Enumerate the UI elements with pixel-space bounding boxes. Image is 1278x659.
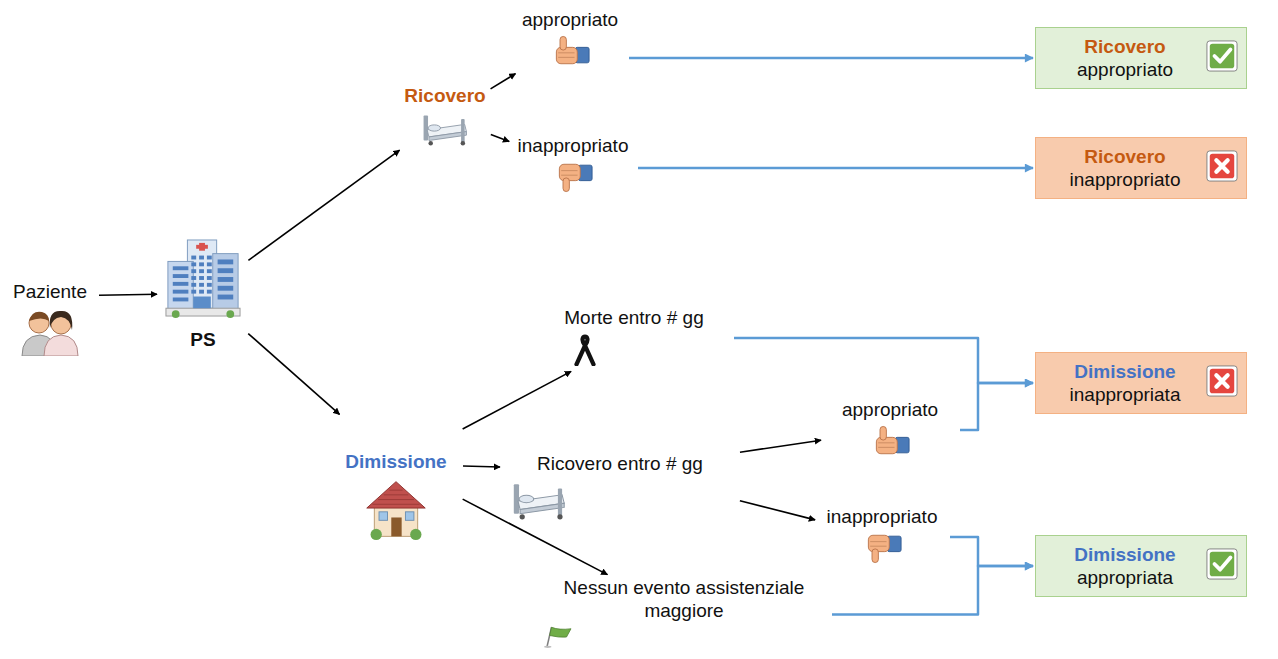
flow-arrow [463,371,571,429]
step-label: inappropriato [827,505,938,528]
step-node: inappropriato [512,134,634,198]
flow-arrow [491,135,509,142]
check-icon [1206,548,1238,584]
step-label: inappropriato [518,134,629,157]
outcome-label: appropriato [1077,58,1173,81]
outcome-connector [950,537,1033,566]
check-icon [1206,40,1238,76]
step-label: Ricovero entro # gg [537,452,703,475]
step-label: Morte entro # gg [564,306,703,329]
outcome-box: Ricoveroappropriato [1035,27,1247,89]
bed-icon [509,478,569,524]
flow-arrow [463,465,500,468]
box-text: Ricoveroinappropriato [1044,145,1206,191]
outcome-label: inappropriato [1070,168,1181,191]
flag-icon [544,625,574,653]
up-icon [550,34,590,72]
outcome-heading: Dimissione [1074,360,1175,383]
outcome-heading: Ricovero [1084,35,1165,58]
box-text: Dimissioneappropriata [1044,543,1206,589]
outcome-connector [960,383,1033,430]
step-node: appropriato [515,8,625,72]
flow-arrow [248,150,399,260]
up-icon [870,424,910,462]
step-node: Ricovero [402,84,488,150]
outcome-box: Dimissioneappropriata [1035,535,1247,597]
step-label: Ricovero [404,84,485,107]
step-node: inappropriato [818,505,946,569]
step-node: Ricovero entro # gg [503,452,737,524]
outcome-box: Ricoveroinappropriato [1035,137,1247,199]
outcome-connector [629,57,1033,60]
step-label: Dimissione [345,450,446,473]
step-label: appropriato [842,398,938,421]
step-label: PS [190,328,215,351]
people-icon [20,306,80,360]
step-label: Paziente [13,280,87,303]
down-icon [862,531,902,569]
flow-arrow [491,74,516,89]
outcome-label: inappropriata [1070,383,1181,406]
flow-arrow [740,501,815,520]
flow-arrow [463,499,608,574]
outcome-connector [638,167,1033,170]
step-node: Dimissione [332,450,460,546]
outcome-heading: Dimissione [1074,543,1175,566]
down-icon [553,160,593,198]
step-node: Morte entro # gg [538,306,730,370]
ribbon-icon [572,332,598,370]
step-label: Nessun evento assistenziale maggiore [540,576,828,622]
outcome-box: Dimissioneinappropriata [1035,352,1247,414]
step-node: appropriato [824,398,956,462]
box-text: Dimissioneinappropriata [1044,360,1206,406]
flow-arrow [99,293,157,296]
step-node: PS [160,236,246,351]
flow-arrow [248,334,339,415]
bed-icon [420,110,470,150]
house-icon [363,476,429,546]
cross-icon [1206,365,1238,401]
outcome-heading: Ricovero [1084,145,1165,168]
hospital-icon [164,236,242,324]
step-node: Paziente [4,280,96,360]
flow-arrow [740,440,821,452]
box-text: Ricoveroappropriato [1044,35,1206,81]
outcome-label: appropriata [1077,566,1173,589]
cross-icon [1206,150,1238,186]
step-label: appropriato [522,8,618,31]
outcome-connector [832,566,1033,615]
outcome-connector [734,338,1033,383]
step-node: Nessun evento assistenziale maggiore [540,576,828,653]
